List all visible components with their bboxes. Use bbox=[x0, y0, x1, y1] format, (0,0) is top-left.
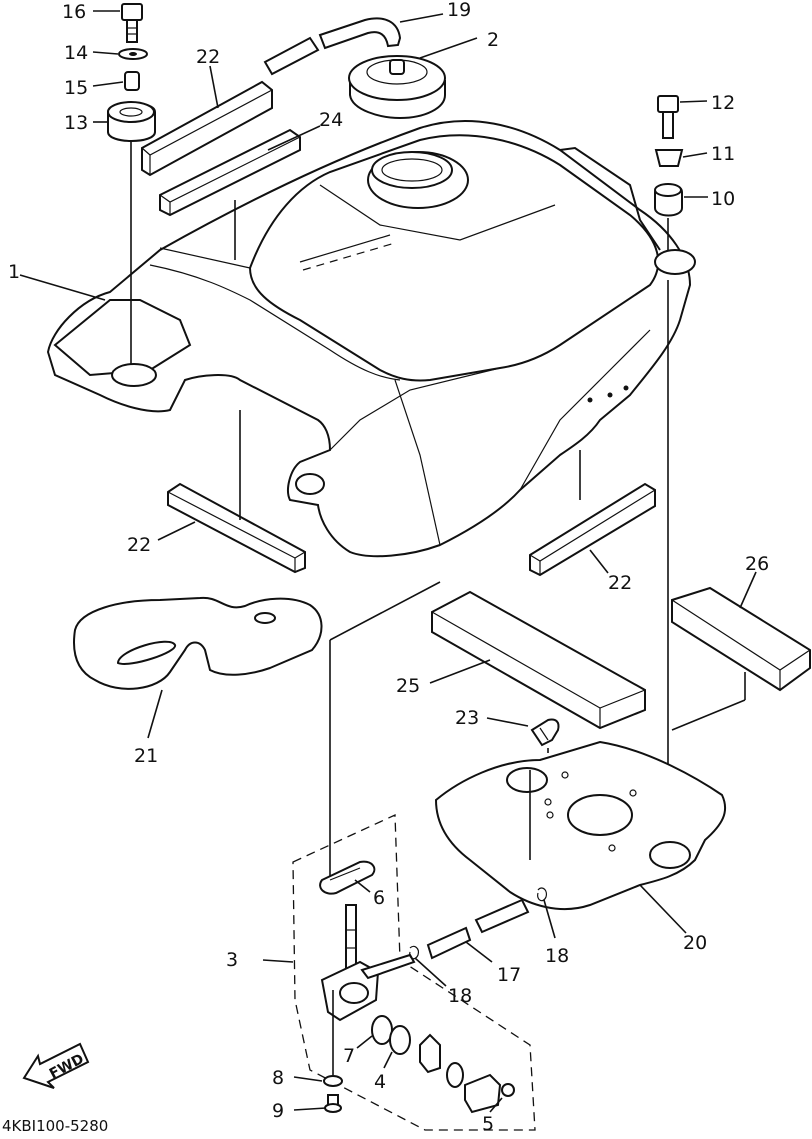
collar-right bbox=[654, 149, 684, 167]
washer-left bbox=[118, 48, 148, 60]
callout-12: 12 bbox=[711, 92, 735, 114]
fuel-cap bbox=[348, 55, 446, 120]
fuel-tank bbox=[46, 119, 696, 558]
tank-base-plate bbox=[434, 740, 727, 911]
callout-11: 11 bbox=[711, 143, 735, 165]
callout-17: 17 bbox=[497, 964, 521, 986]
hose-clip bbox=[530, 718, 560, 747]
callout-19: 19 bbox=[447, 0, 471, 21]
callout-22a: 22 bbox=[196, 46, 220, 68]
heat-shield bbox=[73, 596, 323, 690]
callout-22b: 22 bbox=[127, 534, 151, 556]
petcock-cover-plate bbox=[464, 1073, 515, 1114]
hose-clamp-left bbox=[409, 945, 419, 960]
callout-22c: 22 bbox=[608, 572, 632, 594]
callout-3: 3 bbox=[226, 949, 238, 971]
bolt-right bbox=[657, 95, 679, 139]
callout-25: 25 bbox=[396, 675, 420, 697]
callout-21: 21 bbox=[134, 745, 158, 767]
petcock-screw bbox=[324, 1094, 342, 1113]
callout-labels: 1 2 3 4 5 6 7 8 9 10 11 12 13 14 15 16 1… bbox=[8, 0, 769, 1135]
callout-26: 26 bbox=[745, 553, 769, 575]
callout-24: 24 bbox=[319, 109, 343, 131]
petcock-washer bbox=[323, 1075, 343, 1087]
foam-strip-24 bbox=[159, 128, 301, 217]
callout-13: 13 bbox=[64, 112, 88, 134]
collar-left bbox=[124, 71, 140, 91]
callout-18b: 18 bbox=[545, 945, 569, 967]
breather-hose bbox=[263, 17, 402, 76]
callout-5: 5 bbox=[482, 1113, 494, 1134]
callout-14: 14 bbox=[64, 42, 88, 64]
callout-6: 6 bbox=[373, 887, 385, 909]
foam-block-25 bbox=[431, 590, 646, 730]
petcock-lever bbox=[419, 1033, 441, 1074]
foam-block-26 bbox=[671, 586, 811, 692]
callout-9: 9 bbox=[272, 1100, 284, 1122]
callout-23: 23 bbox=[455, 707, 479, 729]
callout-7: 7 bbox=[343, 1045, 355, 1067]
damper-left bbox=[107, 101, 156, 142]
petcock-assembly-outline bbox=[292, 814, 536, 1131]
petcock-o-ring bbox=[389, 1025, 411, 1055]
damper-right bbox=[654, 183, 683, 217]
petcock-gasket bbox=[319, 860, 376, 895]
callout-18a: 18 bbox=[448, 985, 472, 1007]
bolt-left bbox=[121, 3, 143, 43]
callout-20: 20 bbox=[683, 932, 707, 954]
callout-15: 15 bbox=[64, 77, 88, 99]
fuel-petcock bbox=[320, 904, 416, 1022]
foam-strip-top bbox=[141, 80, 273, 177]
callout-4: 4 bbox=[374, 1071, 386, 1093]
callout-1: 1 bbox=[8, 261, 20, 283]
leader-lines bbox=[19, 10, 757, 1113]
drawing-code: 4KBI100-5280 bbox=[2, 1117, 108, 1134]
fwd-arrow-icon: FWD bbox=[22, 1042, 90, 1089]
alignment-line bbox=[671, 699, 746, 731]
callout-8: 8 bbox=[272, 1067, 284, 1089]
foam-strip-bottom-left bbox=[167, 482, 306, 574]
callout-10: 10 bbox=[711, 188, 735, 210]
fuel-hose bbox=[426, 898, 530, 960]
petcock-diaphragm bbox=[371, 1015, 393, 1045]
callout-16: 16 bbox=[62, 1, 86, 23]
hose-clamp-right bbox=[537, 887, 547, 902]
foam-strip-bottom-right bbox=[529, 482, 656, 577]
petcock-seal bbox=[446, 1062, 464, 1088]
alignment-line bbox=[329, 581, 441, 641]
callout-2: 2 bbox=[487, 29, 499, 51]
